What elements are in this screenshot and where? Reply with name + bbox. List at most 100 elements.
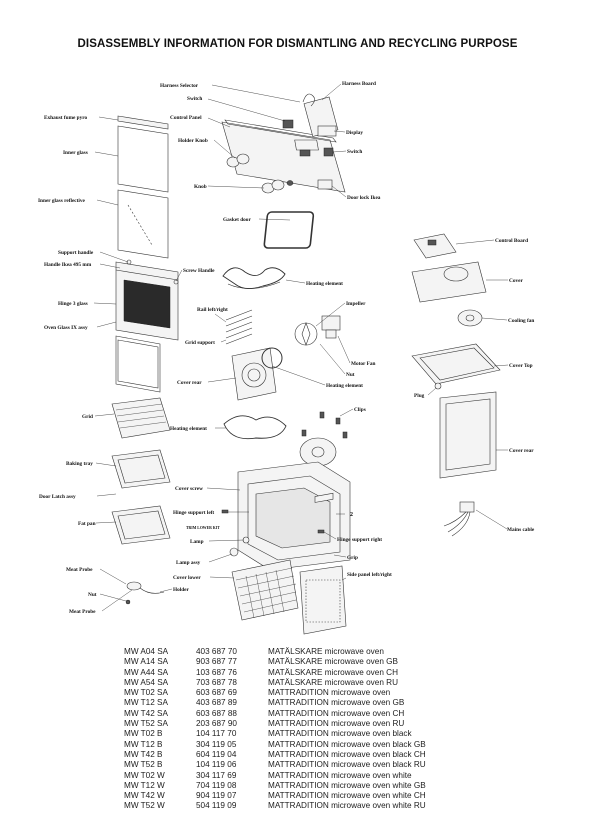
inner-glass-part (117, 125, 169, 193)
label-grid-support: Grid support (185, 340, 215, 346)
door-lock-part (317, 179, 333, 190)
model-code: MW T42 W (124, 791, 165, 801)
label-fat-pan: Fat pan (78, 521, 96, 527)
label-clips: Clips (354, 407, 366, 413)
label-exhaust-fume-pyro: Exhaust fume pyro (44, 115, 88, 121)
label-inner-glass: Inner glass (63, 150, 88, 156)
label-display: Display (346, 130, 363, 136)
label-rail: Rail left/right (197, 307, 228, 313)
label-holder: Holder (173, 587, 190, 593)
cover-rear-left-part (231, 347, 277, 401)
article-number: 304 119 05 (196, 739, 237, 749)
rail-part (225, 309, 253, 345)
label-mains-cable: Mains cable (507, 527, 535, 533)
label-switch-top: Switch (187, 96, 202, 102)
handle-part (126, 259, 179, 285)
model-description: MATTRADITION microwave oven black CH (268, 749, 426, 759)
model-code: MW T12 B (124, 739, 163, 749)
model-code: MW A54 SA (124, 677, 169, 687)
side-panel-part (299, 565, 347, 635)
article-number: 904 119 07 (196, 791, 237, 801)
label-cover-rear-left: Cover rear (177, 380, 202, 386)
label-hinge-support-right: Hinge support right (337, 537, 382, 543)
leader-lines (93, 83, 509, 612)
label-harness-board: Harness Board (342, 81, 376, 87)
model-code: MW T02 SA (124, 688, 168, 698)
label-knob: Knob (194, 184, 207, 190)
cover-rear-right-part (439, 391, 497, 479)
label-grid: Grid (82, 414, 93, 420)
model-description: MATÄLSKARE microwave oven CH (268, 667, 398, 677)
label-trim-lower-kit: TRIM LOWER KIT (186, 526, 220, 530)
article-number: 903 687 77 (196, 657, 237, 667)
cover-lower-part (231, 559, 299, 621)
model-description: MATTRADITION microwave oven (268, 688, 391, 698)
label-lamp-assy: Lamp assy (176, 560, 201, 566)
control-panel-part (221, 119, 346, 193)
baking-tray-part (111, 449, 171, 489)
grip-part (314, 492, 334, 503)
label-lamp: Lamp (190, 539, 204, 545)
model-code: MW T52 SA (124, 719, 168, 729)
article-number: 403 687 70 (196, 647, 237, 656)
oven-cavity-part (237, 461, 351, 571)
model-code: MW A44 SA (124, 667, 169, 677)
meat-probe-part (125, 581, 165, 605)
control-board-part (413, 233, 457, 259)
label-impeller: Impeller (346, 301, 366, 307)
oven-door-assembly-part (115, 261, 179, 393)
fat-pan-part (111, 505, 171, 545)
model-description: MATÄLSKARE microwave oven GB (268, 657, 398, 667)
label-meat-probe-top: Meat Probe (66, 567, 93, 573)
display-part (317, 125, 337, 137)
label-nut-probe: Nut (88, 592, 97, 598)
gasket-door-part (263, 211, 315, 249)
knob-parts (226, 153, 294, 194)
article-number: 103 687 76 (196, 667, 237, 677)
label-cover-screw: Cover screw (175, 486, 203, 492)
label-inner-glass-reflective: Inner glass reflective (38, 198, 86, 204)
label-grip: Grip (347, 555, 358, 561)
model-code: MW T42 SA (124, 708, 168, 718)
label-harness-selector: Harness Selector (160, 83, 199, 89)
hinge-support-parts (221, 509, 325, 534)
model-code: MW T52 B (124, 760, 163, 770)
article-number: 403 687 89 (196, 698, 237, 708)
impeller-part (294, 322, 318, 346)
label-heating-element-top: Heating element (306, 281, 343, 287)
model-description: MATÄLSKARE microwave oven RU (268, 677, 398, 687)
grid-part (111, 397, 171, 439)
label-nut-motor: Nut (346, 372, 355, 378)
model-code: MW A14 SA (124, 657, 169, 667)
label-meat-probe-bottom: Meat Probe (69, 609, 96, 615)
model-description: MATTRADITION microwave oven black (268, 729, 412, 739)
model-description: MATTRADITION microwave oven white RU (268, 801, 426, 811)
article-number: 504 119 09 (196, 801, 237, 811)
model-code: MW T42 B (124, 749, 163, 759)
clips-parts (301, 411, 348, 439)
exhaust-fume-part (117, 115, 169, 130)
label-cover-fan: Cover (509, 278, 523, 284)
mains-cable-part (443, 501, 475, 537)
plug-part (434, 382, 442, 390)
label-plug: Plug (414, 393, 425, 399)
model-description: MATTRADITION microwave oven CH (268, 708, 405, 718)
label-baking-tray: Baking tray (66, 461, 93, 467)
label-control-board: Control Board (495, 238, 528, 244)
model-code: MW T02 W (124, 770, 165, 780)
article-number: 304 117 69 (196, 770, 237, 780)
model-code: MW T52 W (124, 801, 165, 811)
cooling-fan-part (457, 309, 483, 327)
label-rail-text: Rail left/right (197, 307, 228, 313)
article-number: 603 687 88 (196, 708, 237, 718)
label-cover-top: Cover Top (509, 363, 533, 369)
label-hinge-3-glass: Hinge 3 glass (58, 301, 88, 307)
label-number-2: 2 (350, 512, 353, 518)
label-door-latch-assy: Door Latch assy (39, 494, 76, 500)
model-description: MATTRADITION microwave oven GB (268, 698, 405, 708)
label-cooling-fan: Cooling fan (508, 318, 534, 324)
label-screw-handle: Screw Handle (183, 268, 215, 274)
heating-ring-part (261, 347, 283, 369)
label-hinge-support-left: Hinge support left (173, 510, 214, 516)
heating-element-bottom-part (223, 415, 287, 440)
